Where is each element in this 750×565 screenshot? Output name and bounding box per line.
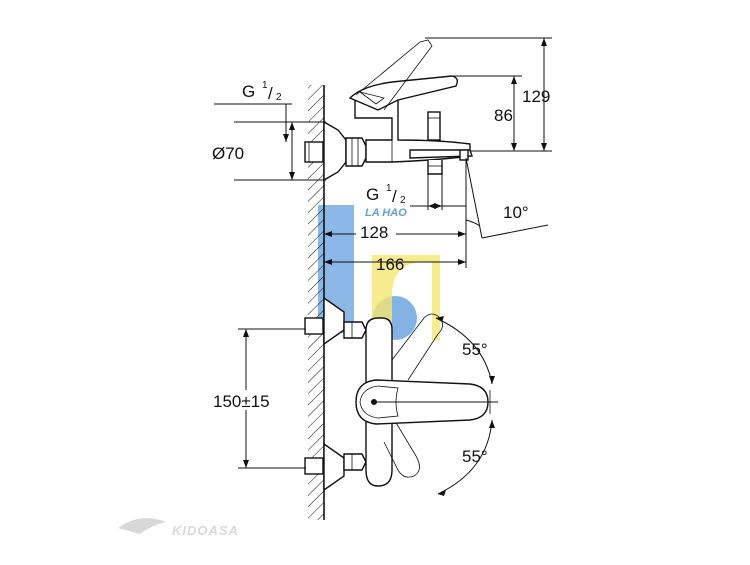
bottom-watermark: KIDOASA — [118, 518, 239, 538]
dimension-label-diameter: Ø70 — [212, 144, 244, 163]
thread-callout-top: G 1 / 2 — [214, 80, 292, 142]
thread-callout-bottom: G 1 / 2 — [366, 183, 466, 209]
svg-text:2: 2 — [400, 195, 406, 206]
wall-connector-upper — [304, 317, 324, 335]
dimension-spout-angle: 10° — [465, 203, 549, 239]
side-view — [304, 39, 483, 239]
dimension-label-166: 166 — [376, 255, 404, 274]
bottom-watermark-icon — [118, 518, 166, 534]
dimension-label-angle: 10° — [503, 203, 529, 222]
dimension-label-55-top: 55° — [462, 340, 488, 359]
dimension-label-86: 86 — [494, 106, 513, 125]
dimension-label-55-bottom: 55° — [462, 447, 488, 466]
svg-text:G: G — [366, 185, 379, 204]
dimension-86: 86 — [452, 75, 522, 151]
svg-text:/: / — [392, 187, 397, 206]
svg-text:G: G — [242, 82, 255, 101]
diverter-knob-side — [427, 111, 441, 141]
hex-nut-upper — [343, 321, 367, 339]
svg-text:1: 1 — [386, 183, 392, 194]
hex-nut-lower — [343, 453, 367, 471]
shower-outlet-side — [427, 160, 443, 175]
svg-text:/: / — [268, 84, 273, 103]
spout-side — [409, 149, 473, 159]
dimension-label-150: 150±15 — [213, 392, 270, 411]
flange-side — [323, 120, 347, 182]
hex-nut-side — [345, 137, 367, 167]
watermark-yellow-shape — [372, 255, 440, 340]
dimension-label-129: 129 — [522, 87, 550, 106]
flange-top-lower — [323, 442, 345, 492]
lever-raised-outline — [355, 39, 433, 111]
dimension-handle-angle-bottom: 55° — [437, 419, 495, 496]
svg-text:2: 2 — [276, 92, 282, 103]
dimension-166: 166 — [324, 235, 467, 274]
bottom-watermark-text: KIDOASA — [172, 523, 239, 538]
dimension-flange-diameter: Ø70 — [212, 121, 326, 181]
dimension-handle-angle-top: 55° — [435, 316, 495, 385]
wall-connector-side — [304, 141, 324, 163]
lever-rotated-down — [383, 415, 420, 478]
top-view — [304, 296, 498, 492]
dimension-128: 128 — [324, 222, 466, 242]
body-side — [354, 99, 471, 163]
dimension-label-128: 128 — [360, 223, 388, 242]
watermark-center-text: LA HAO — [365, 207, 407, 219]
dimension-center-distance: 150±15 — [212, 328, 306, 469]
svg-text:1: 1 — [262, 80, 268, 91]
wall-hatch — [308, 85, 324, 520]
wall-connector-lower — [304, 457, 324, 475]
dimension-129: 129 — [425, 37, 552, 152]
lever-side — [348, 75, 459, 111]
